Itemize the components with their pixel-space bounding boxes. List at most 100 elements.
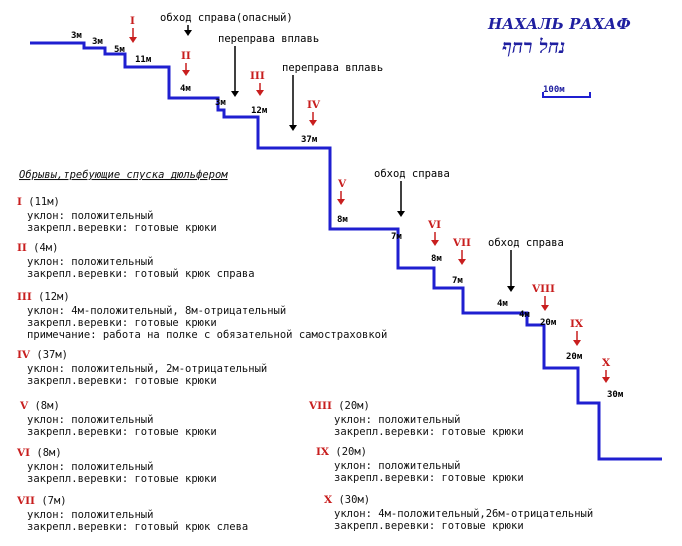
drop-number: V: [19, 400, 29, 412]
marker-viii: VIII: [531, 283, 555, 311]
drop-height: (37м): [36, 349, 68, 361]
dimension-label: 4м: [519, 310, 530, 320]
drop-detail: закрепл.веревки: готовые крюки: [27, 317, 217, 329]
marker-v: V: [337, 178, 347, 205]
drop-number: X: [324, 494, 333, 506]
drop-height: (8м): [34, 400, 59, 412]
svg-text:IV (37м): IV (37м): [17, 349, 68, 361]
drop-height: (4м): [33, 242, 58, 254]
marker-label: VII: [452, 237, 471, 249]
drop-description-iii: III (12м) уклон: 4м-положительный, 8м-от…: [17, 291, 387, 341]
annotation-bypass-1: обход справа: [374, 168, 450, 217]
dimension-label: 11м: [135, 55, 152, 65]
svg-text:I (11м): I (11м): [17, 196, 60, 208]
drop-detail: закрепл.веревки: готовые крюки: [27, 375, 217, 387]
marker-iv: IV: [307, 99, 321, 126]
drop-height: (7м): [41, 495, 66, 507]
down-arrow-icon: [397, 211, 405, 217]
drop-detail: закрепл.веревки: готовые крюки: [27, 426, 217, 438]
svg-text:V (8м): V (8м): [19, 400, 60, 412]
marker-ii: II: [181, 50, 191, 76]
marker-label: II: [181, 50, 191, 62]
dimension-label: 20м: [566, 352, 583, 362]
drop-description-viii: VIII (20м) уклон: положительный закрепл.…: [308, 400, 524, 438]
drop-detail: уклон: 4м-положительный,26м-отрицательны…: [334, 508, 593, 520]
drop-detail: закрепл.веревки: готовые крюки: [27, 222, 217, 234]
annotation-label: обход справа(опасный): [160, 12, 293, 24]
svg-text:VIII (20м): VIII (20м): [308, 400, 370, 412]
drop-number: VIII: [308, 400, 332, 412]
marker-iii: III: [250, 70, 265, 96]
drop-detail: уклон: 4м-положительный, 8м-отрицательны…: [27, 305, 286, 317]
marker-label: IV: [307, 99, 321, 111]
dimension-label: 8м: [431, 254, 442, 264]
dimension-label: 3м: [215, 98, 226, 108]
marker-vii: VII: [452, 237, 471, 265]
dimension-label: 4м: [497, 299, 508, 309]
drop-description-i: I (11м) уклон: положительный закрепл.вер…: [17, 196, 217, 234]
down-arrow-icon: [184, 30, 192, 36]
down-arrow-icon: [129, 37, 137, 43]
down-arrow-icon: [573, 340, 581, 346]
annotation-label: переправа вплавь: [218, 33, 319, 45]
svg-text:IX (20м): IX (20м): [316, 446, 367, 458]
drop-detail: уклон: положительный: [27, 210, 153, 222]
marker-ix: IX: [570, 318, 584, 346]
drop-detail: уклон: положительный: [27, 509, 153, 521]
marker-label: VIII: [531, 283, 555, 295]
drop-number: I: [17, 196, 22, 208]
svg-text:VI (8м): VI (8м): [16, 447, 62, 459]
svg-text:III (12м): III (12м): [17, 291, 70, 303]
drop-description-iv: IV (37м) уклон: положительный, 2м-отрица…: [17, 349, 267, 387]
drop-detail: уклон: положительный: [334, 460, 460, 472]
dimension-label: 4м: [180, 84, 191, 94]
annotation-bypass-dangerous: обход справа(опасный): [160, 12, 293, 36]
drop-height: (20м): [338, 400, 370, 412]
drop-number: II: [17, 242, 27, 254]
drop-height: (12м): [38, 291, 70, 303]
drop-detail: уклон: положительный: [334, 414, 460, 426]
annotation-label: обход справа: [488, 237, 564, 249]
drop-description-x: X (30м) уклон: 4м-положительный,26м-отри…: [324, 494, 593, 532]
drop-description-vi: VI (8м) уклон: положительный закрепл.вер…: [16, 447, 217, 485]
drop-detail: уклон: положительный, 2м-отрицательный: [27, 363, 267, 375]
dimension-label: 3м: [92, 37, 103, 47]
drop-number: VII: [16, 495, 35, 507]
down-arrow-icon: [431, 240, 439, 246]
drop-height: (20м): [335, 446, 367, 458]
annotation-swim-1: переправа вплавь: [218, 33, 319, 97]
drop-detail: закрепл.веревки: готовые крюки: [334, 520, 524, 532]
marker-label: III: [250, 70, 265, 82]
dimension-label: 3м: [71, 31, 82, 41]
dimension-label: 7м: [452, 276, 463, 286]
drop-detail: уклон: положительный: [27, 461, 153, 473]
annotation-label: обход справа: [374, 168, 450, 180]
drop-height: (8м): [36, 447, 61, 459]
drop-description-ii: II (4м) уклон: положительный закрепл.вер…: [17, 242, 255, 280]
drop-number: III: [17, 291, 32, 303]
dimension-label: 20м: [540, 318, 557, 328]
marker-label: VI: [427, 219, 441, 231]
down-arrow-icon: [309, 120, 317, 126]
drop-description-vii: VII (7м) уклон: положительный закрепл.ве…: [16, 495, 248, 533]
drop-description-ix: IX (20м) уклон: положительный закрепл.ве…: [316, 446, 524, 484]
dimension-label: 7м: [391, 232, 402, 242]
down-arrow-icon: [256, 90, 264, 96]
dimension-label: 8м: [337, 215, 348, 225]
drop-description-v: V (8м) уклон: положительный закрепл.вере…: [19, 400, 217, 438]
drop-detail: уклон: положительный: [27, 256, 153, 268]
canyon-profile-line: [30, 41, 662, 461]
drop-detail: закрепл.веревки: готовые крюки: [334, 426, 524, 438]
svg-text:VII (7м): VII (7м): [16, 495, 67, 507]
title-hebrew: נחל רחף: [502, 36, 565, 58]
drop-detail: закрепл.веревки: готовые крюки: [27, 473, 217, 485]
down-arrow-icon: [182, 70, 190, 76]
scale-bar-label: 100м: [543, 85, 565, 95]
drop-detail: закрепл.веревки: готовый крюк слева: [27, 521, 248, 533]
legend-heading: Обрывы,требующие спуска дюльфером: [19, 169, 228, 181]
down-arrow-icon: [458, 259, 466, 265]
annotation-bypass-2: обход справа: [488, 237, 564, 292]
title-russian: НАХАЛЬ РАХАФ: [487, 15, 631, 33]
down-arrow-icon: [337, 199, 345, 205]
